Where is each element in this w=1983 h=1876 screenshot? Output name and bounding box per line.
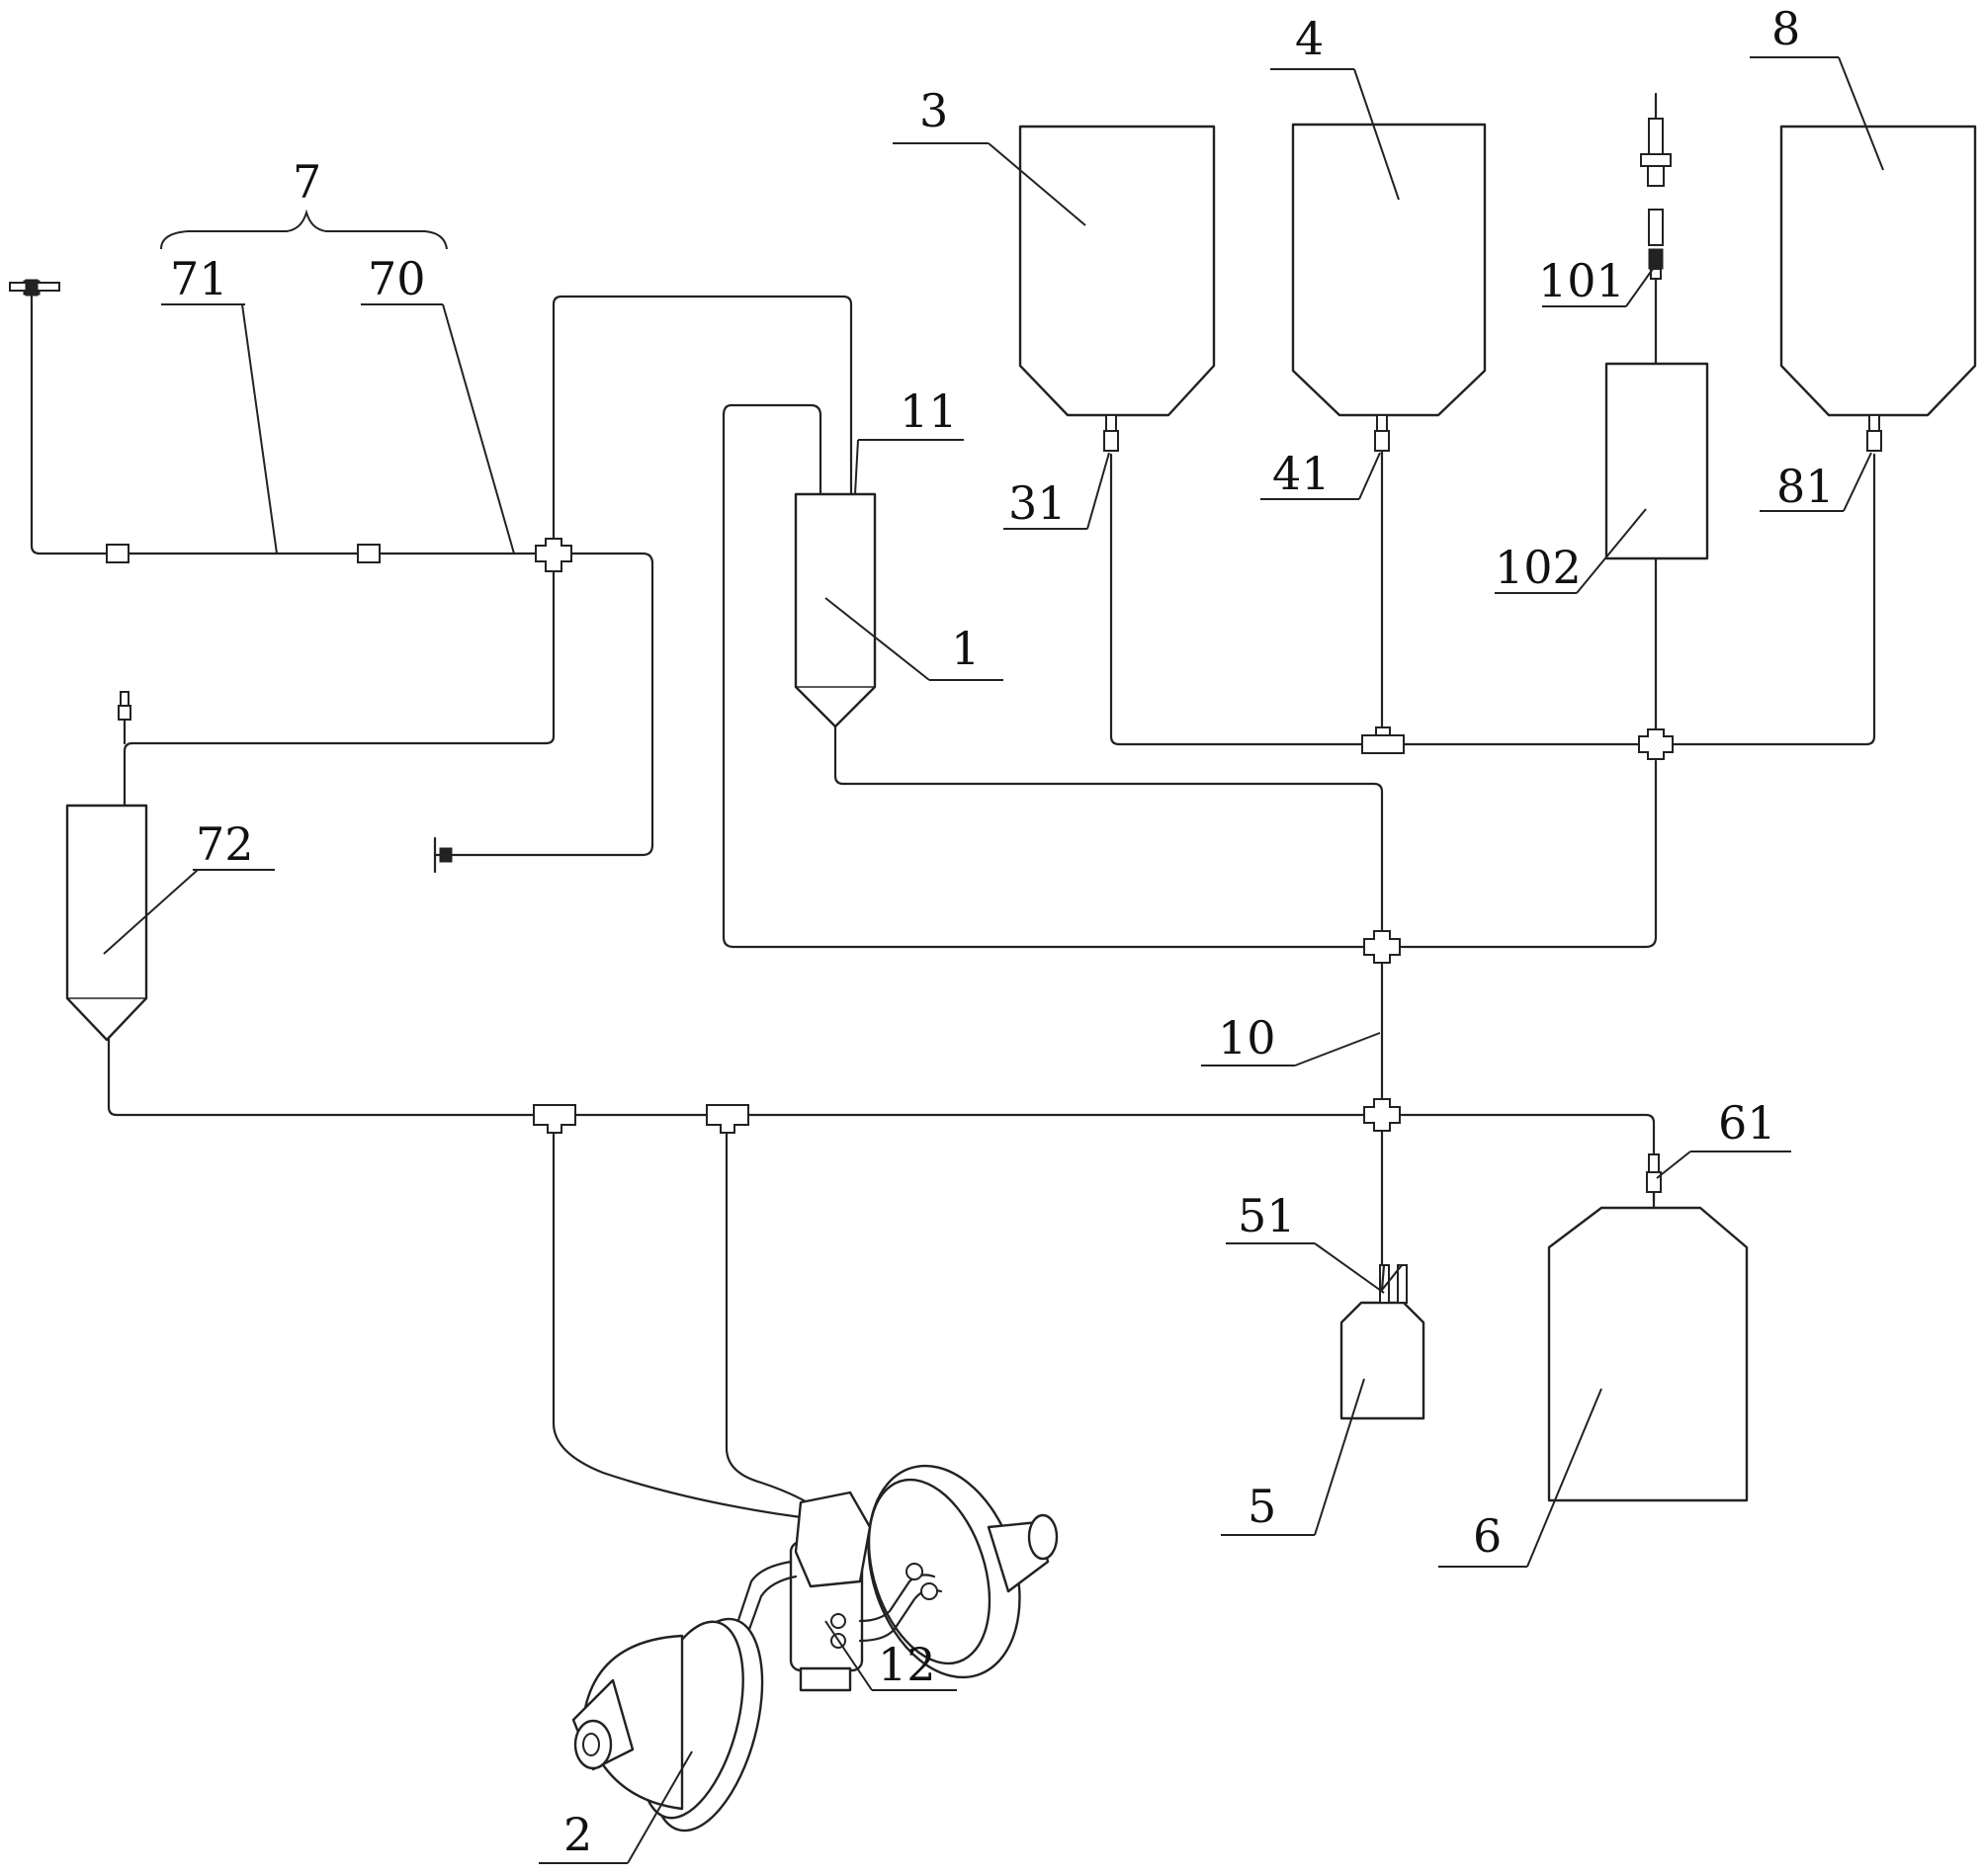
pump-assembly-12 [571, 1464, 1059, 1833]
label-10: 10 [1218, 1011, 1276, 1065]
spike-101 [1640, 92, 1672, 280]
port-51 [1379, 1263, 1408, 1304]
bracket-7 [160, 209, 448, 250]
bag-3 [1018, 125, 1216, 417]
port-41 [1374, 414, 1390, 452]
cross-fitting-low [1363, 1098, 1401, 1132]
spike-72-top [118, 691, 131, 745]
label-12: 12 [878, 1638, 936, 1691]
bag-8 [1779, 125, 1977, 417]
label-11: 11 [900, 384, 958, 438]
spike-left-top [8, 279, 61, 297]
tee-fitting-bag4 [1361, 726, 1405, 754]
bag-5 [1339, 1301, 1425, 1420]
label-102: 102 [1495, 541, 1582, 594]
cross-fitting-upper-right [1638, 728, 1674, 760]
label-41: 41 [1272, 447, 1331, 500]
bag-4 [1291, 123, 1487, 417]
label-8: 8 [1771, 2, 1800, 55]
label-1: 1 [951, 622, 980, 675]
label-81: 81 [1776, 460, 1835, 513]
label-61: 61 [1718, 1096, 1776, 1150]
label-7: 7 [293, 155, 321, 209]
bag-6 [1547, 1206, 1749, 1502]
tubing [30, 275, 1876, 1519]
tee-fitting-left [533, 1104, 576, 1134]
label-101: 101 [1538, 254, 1625, 307]
label-31: 31 [1008, 476, 1067, 530]
port-81 [1866, 414, 1882, 452]
tee-fitting-right [706, 1104, 749, 1134]
label-71: 71 [170, 252, 228, 305]
connector-71a [106, 544, 129, 563]
fittings [106, 538, 1674, 1134]
port-31 [1103, 414, 1119, 452]
cross-fitting-mid [1363, 930, 1401, 964]
cross-fitting-top [535, 538, 572, 572]
label-3: 3 [919, 84, 948, 137]
label-4: 4 [1295, 12, 1324, 65]
label-72: 72 [196, 817, 254, 871]
label-6: 6 [1473, 1509, 1502, 1563]
label-5: 5 [1248, 1480, 1276, 1533]
filter-102 [1604, 362, 1709, 560]
connector-71b [357, 544, 381, 563]
drip-chamber-1 [794, 492, 877, 728]
drip-chamber-72 [65, 804, 148, 1042]
label-51: 51 [1238, 1189, 1296, 1242]
label-70: 70 [368, 252, 426, 305]
port-61 [1646, 1153, 1662, 1210]
spike-left-bottom [433, 836, 453, 874]
label-2: 2 [563, 1808, 592, 1861]
